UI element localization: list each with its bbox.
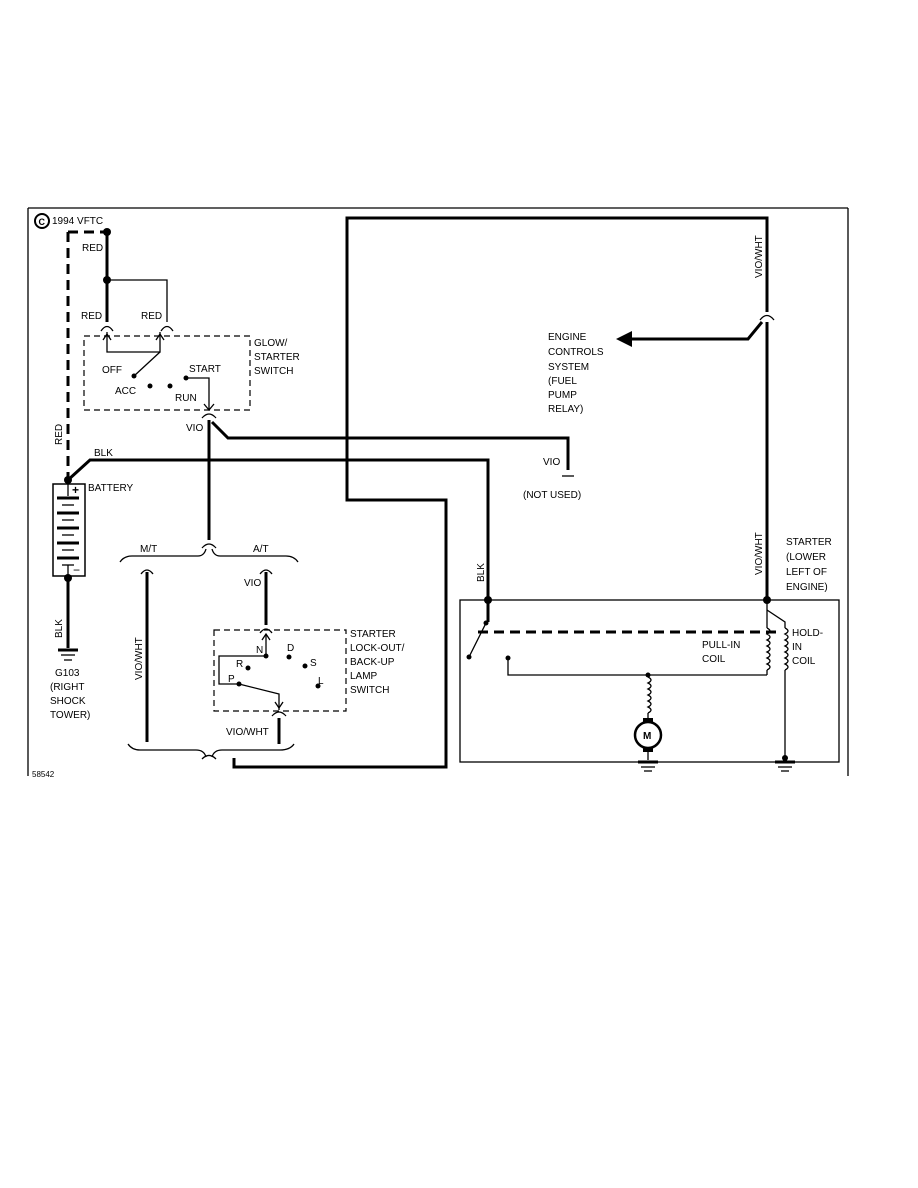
engine-controls-name-5: PUMP [548,390,577,401]
wire-label-red-right: RED [141,311,162,322]
starter-name-2: (LOWER [786,552,826,563]
wire-label-blk-battery: BLK [94,448,113,459]
lockout-name-3: BACK-UP [350,657,395,668]
gear-n-label: N [256,645,263,656]
starter-name-4: ENGINE) [786,582,828,593]
glow-switch-acc-label: ACC [115,386,136,397]
glow-switch-off-label: OFF [102,365,122,376]
hold-in-coil-label-1: HOLD- [792,628,823,639]
battery-label: BATTERY [88,483,134,494]
hold-in-coil-label-2: IN [792,642,802,653]
manual-trans-label: M/T [140,544,157,555]
battery [52,476,86,577]
gear-s-label: S [310,658,317,669]
transmission-bus [119,543,299,742]
copyright-mark: C 1994 VFTC [34,213,103,229]
pull-in-coil-label-2: COIL [702,654,726,665]
engine-controls-name-2: CONTROLS [548,347,604,358]
pull-in-coil-label-1: PULL-IN [702,640,740,651]
wire-label-red-left: RED [81,311,102,322]
gear-d-label: D [287,643,294,654]
hold-in-coil-label-3: COIL [792,656,816,667]
ground-label-4: TOWER) [50,710,90,721]
gear-p-label: P [228,674,235,685]
starter-name-3: LEFT OF [786,567,827,578]
not-used-label: (NOT USED) [523,490,581,501]
ground-label-2: (RIGHT [50,682,84,693]
lockout-name-4: LAMP [350,671,378,682]
glow-switch-name-3: SWITCH [254,366,293,377]
engine-controls-name-6: RELAY) [548,404,583,415]
ground-g103 [58,574,78,661]
lockout-name-1: STARTER [350,629,396,640]
figure-number: 58542 [32,770,55,779]
red-feed-wires [66,228,174,480]
starter-assembly [459,596,840,772]
vio-wires [207,420,574,540]
glow-switch-name-2: STARTER [254,352,300,363]
glow-starter-switch [83,332,251,419]
vio-wht-return-wire [127,216,769,769]
motor-label: M [643,731,651,742]
wire-label-vio-wht-top: VIO/WHT [754,235,765,278]
gear-r-label: R [236,659,243,670]
diagram-frame [27,207,849,776]
starter-lockout-switch [213,628,347,744]
blk-battery-wire [66,458,490,600]
auto-trans-label: A/T [253,544,269,555]
starter-name-1: STARTER [786,537,832,548]
battery-minus-sign: − [73,563,80,577]
wire-label-vio-switch: VIO [186,423,203,434]
wire-label-vio-wht-starter: VIO/WHT [754,532,765,575]
battery-plus-sign: + [72,483,79,497]
ground-label-3: SHOCK [50,696,86,707]
glow-switch-start-label: START [189,364,221,375]
wire-label-vio-at: VIO [244,578,261,589]
wire-label-blk-ground: BLK [54,619,65,638]
gear-l-label: L [318,676,324,687]
wire-label-red-top: RED [82,243,103,254]
glow-switch-run-label: RUN [175,393,197,404]
glow-switch-name-1: GLOW/ [254,338,288,349]
wire-label-red-vertical: RED [54,424,65,445]
engine-controls-name-3: SYSTEM [548,362,589,373]
lockout-name-5: SWITCH [350,685,389,696]
wire-label-vio-wht-lockout: VIO/WHT [226,727,269,738]
copyright-symbol: C [39,217,46,227]
engine-controls-branch [616,314,775,600]
wire-label-blk-starter: BLK [476,563,487,582]
ground-label-1: G103 [55,668,80,679]
engine-controls-name-1: ENGINE [548,332,587,343]
copyright-text: 1994 VFTC [52,216,103,227]
lockout-name-2: LOCK-OUT/ [350,643,405,654]
engine-controls-name-4: (FUEL [548,376,577,387]
wire-label-vio-not-used: VIO [543,457,560,468]
wire-label-vio-wht-mt: VIO/WHT [134,637,145,680]
